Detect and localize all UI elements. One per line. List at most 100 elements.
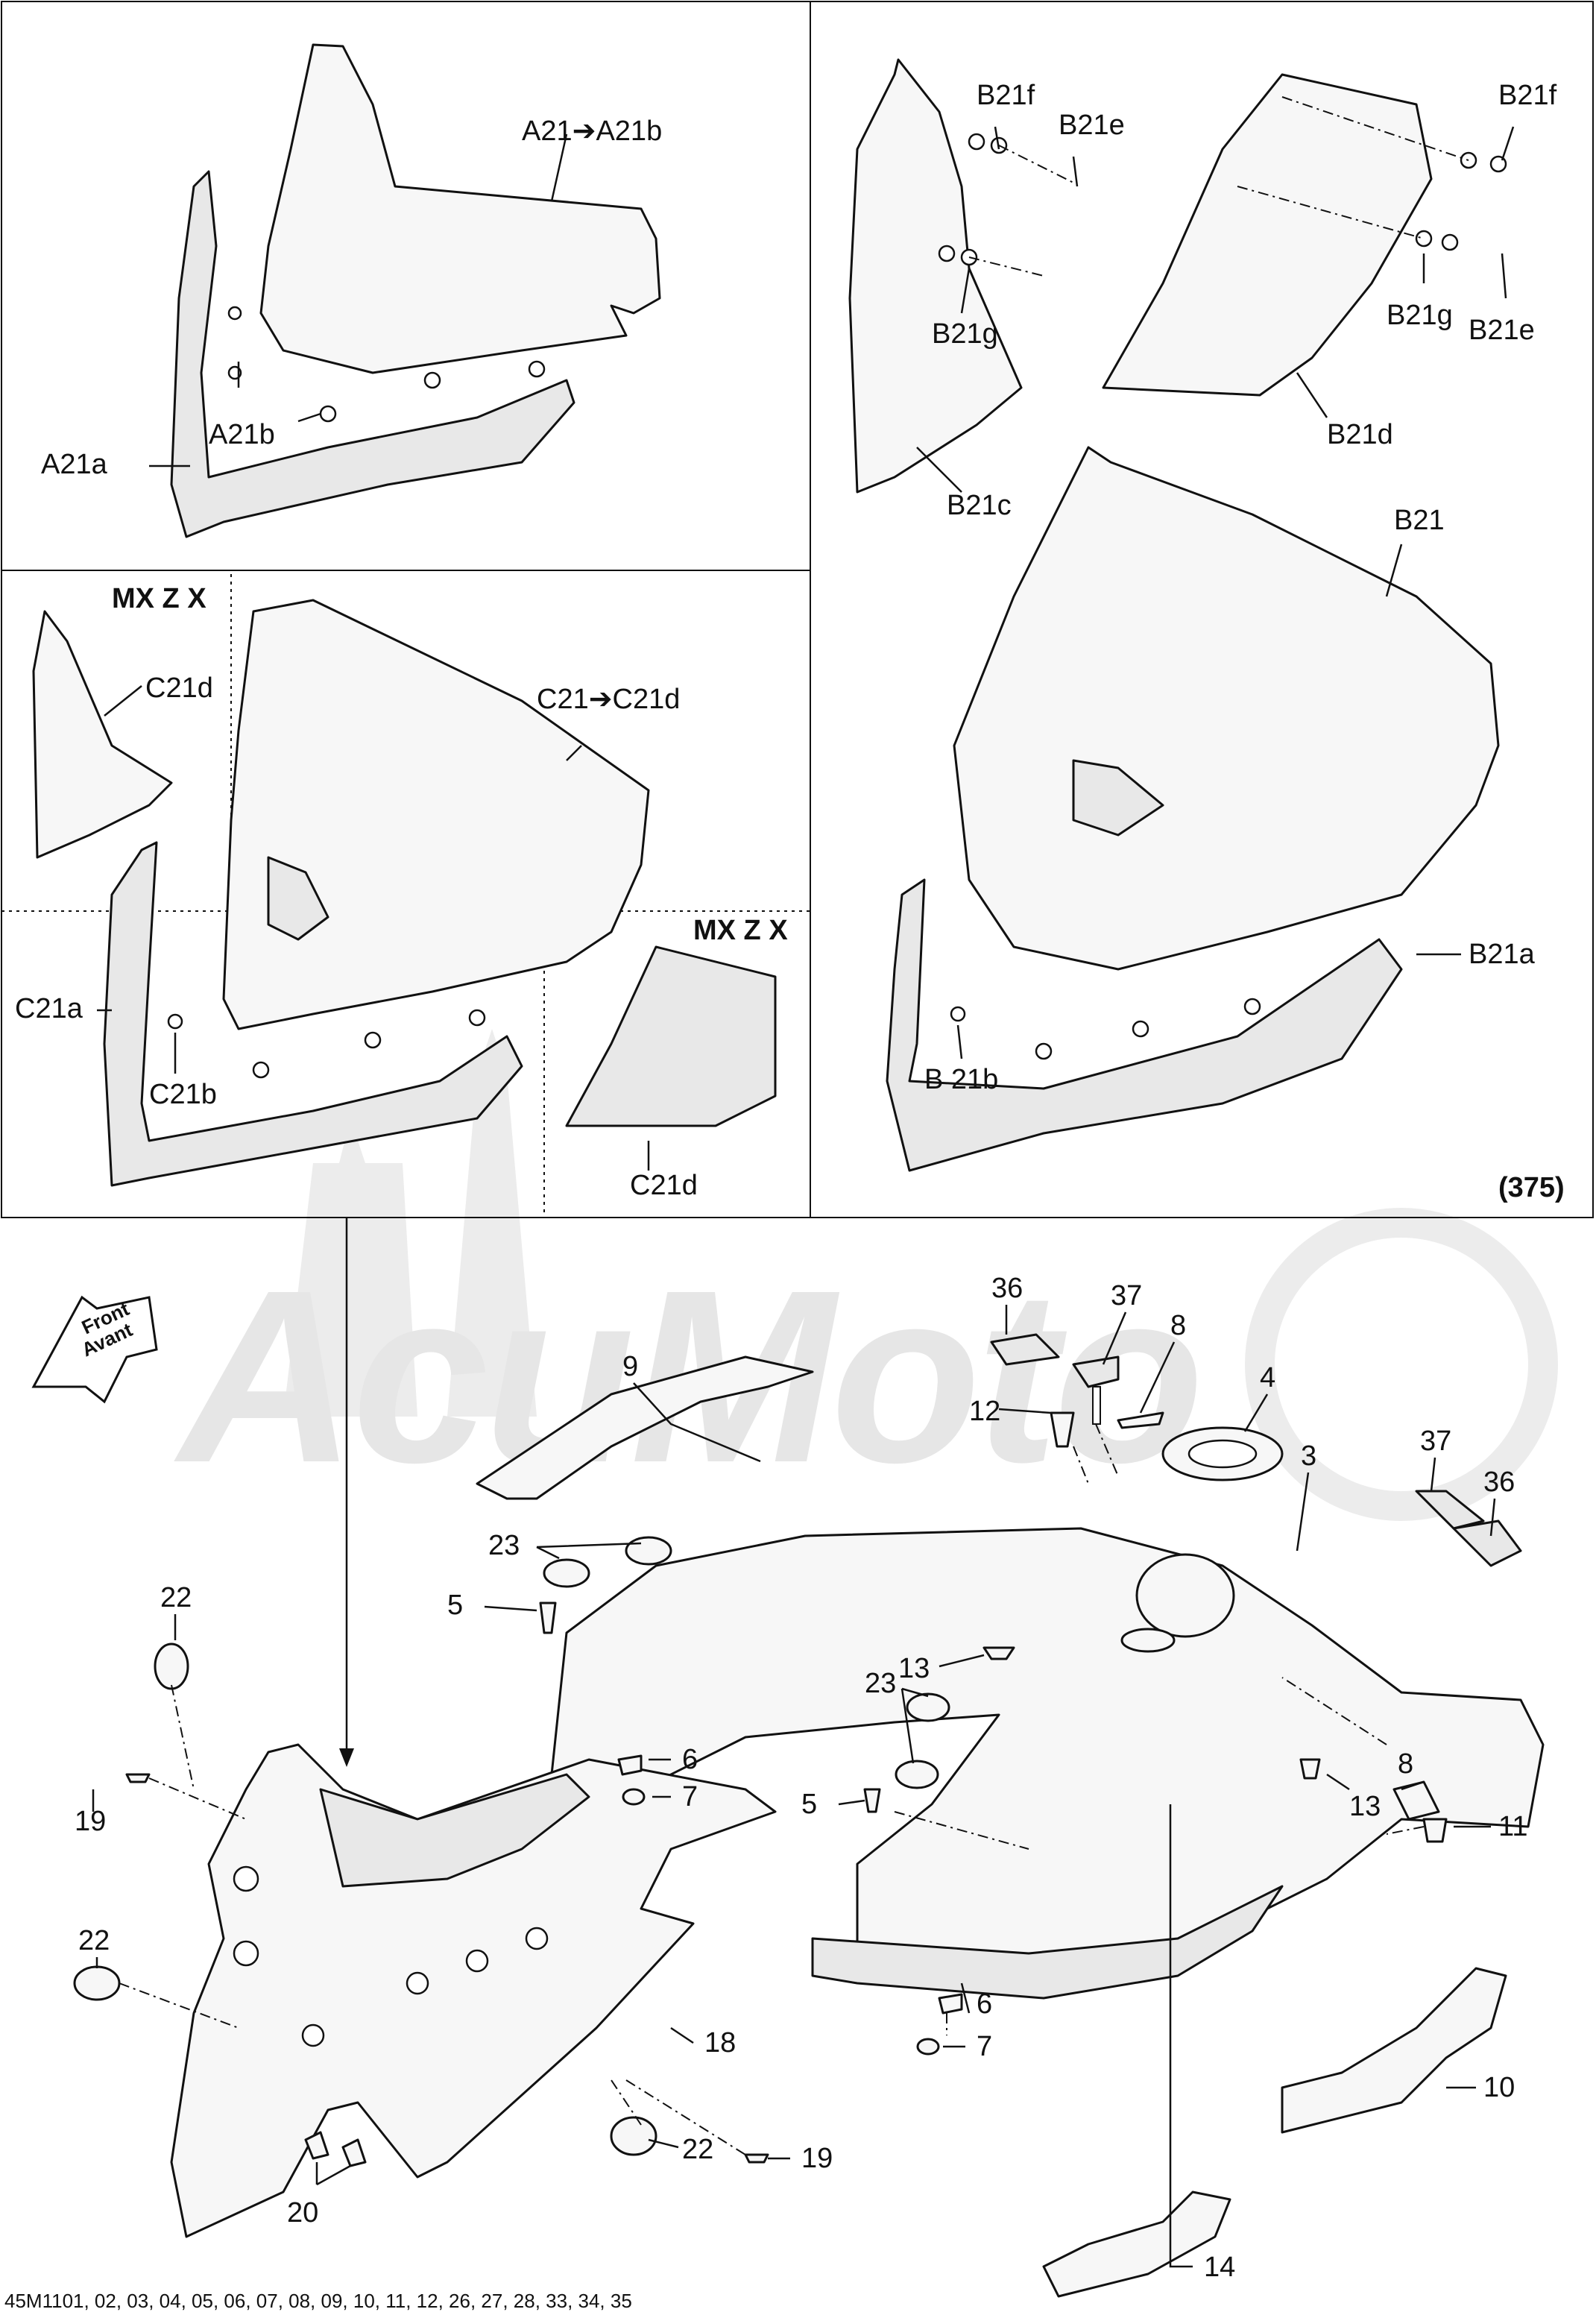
- windshield-c21d-top: [32, 610, 173, 859]
- b21-washer: [1441, 233, 1459, 251]
- rivet-12: [1050, 1411, 1075, 1448]
- callout-22-left: 22: [78, 1925, 110, 1956]
- grommet-23: [906, 1692, 950, 1722]
- label-c21a: C21a: [15, 993, 83, 1024]
- callout-12: 12: [969, 1396, 1000, 1427]
- label-c21b: C21b: [149, 1079, 217, 1110]
- nut-7-mid: [916, 2038, 940, 2056]
- callout-5-top: 5: [447, 1590, 463, 1621]
- b21-centerline: [968, 256, 1044, 277]
- diagram-code: 45M1101, 02, 03, 04, 05, 06, 07, 08, 09,…: [4, 2290, 632, 2312]
- rivet-11: [1422, 1818, 1448, 1843]
- callout-14: 14: [1204, 2252, 1235, 2283]
- windshield-b21c: [848, 58, 1023, 494]
- leader-b21b: [956, 1024, 963, 1059]
- callout-6-mid: 6: [977, 1988, 992, 2020]
- label-b21d: B21d: [1327, 419, 1393, 450]
- panel-hole: [525, 1927, 549, 1950]
- label-c21d-bottom: C21d: [630, 1170, 698, 1201]
- c21-grommet: [468, 1009, 486, 1027]
- callout-7-top: 7: [682, 1781, 698, 1812]
- windshield-c21: [222, 599, 650, 1030]
- leader-b21g-left: [960, 268, 971, 314]
- windshield-b21: [953, 446, 1500, 971]
- page-reference: (375): [1498, 1172, 1565, 1203]
- c21-grommet: [252, 1061, 270, 1079]
- leader-b21e-right: [1501, 253, 1507, 299]
- label-b21: B21: [1394, 505, 1445, 536]
- leader-b21d: [1296, 372, 1328, 418]
- leader-c21: [566, 745, 582, 761]
- screw-19-left: [125, 1773, 151, 1783]
- leader-a21: [550, 133, 568, 202]
- part-36-top: [990, 1333, 1060, 1366]
- assembly-arrow-head: [339, 1748, 354, 1767]
- panel-right: [810, 1, 1594, 1218]
- label-a21b: A21b: [209, 419, 275, 450]
- rivet-5-mid: [863, 1788, 881, 1813]
- callout-23-top: 23: [488, 1530, 520, 1561]
- a21-mount-hole: [227, 306, 242, 321]
- panel-hole: [465, 1949, 489, 1973]
- grommet-23: [625, 1536, 672, 1566]
- windshield-c21-group: [32, 599, 777, 1187]
- part-body-panel-3: [550, 1527, 1545, 1970]
- callout-19-right: 19: [801, 2143, 833, 2174]
- callout-6-top: 6: [682, 1744, 698, 1775]
- nut-7-top: [622, 1788, 646, 1806]
- callout-3: 3: [1301, 1440, 1316, 1472]
- label-b21f-left: B21f: [977, 80, 1035, 111]
- a21-grommet: [423, 371, 441, 389]
- part-inner-panel: [319, 1773, 590, 1888]
- windshield-a21a: [170, 170, 575, 538]
- windshield-b21-vent: [1072, 759, 1164, 837]
- fuel-cap-seat: [1120, 1628, 1176, 1653]
- windshield-b21-group: [848, 58, 1515, 1172]
- assembly-lines: [119, 1423, 1425, 2155]
- label-b21c: B21c: [947, 490, 1012, 521]
- rivet-5-top: [539, 1601, 557, 1634]
- callout-9: 9: [622, 1351, 638, 1382]
- grommet-22-left: [73, 1965, 121, 2001]
- part-body-panel-dark: [811, 1885, 1284, 2000]
- b21-mount-hole: [950, 1006, 966, 1022]
- clip-6-mid: [938, 1993, 963, 2015]
- label-b21g-right: B21g: [1387, 300, 1453, 331]
- nut-13-right: [1299, 1758, 1321, 1780]
- part-panel-10: [1281, 1967, 1507, 2134]
- leader-b21f-left: [994, 126, 1000, 150]
- windshield-b21a: [886, 878, 1403, 1172]
- grommet-23: [543, 1558, 590, 1588]
- nut-13-top: [982, 1646, 1015, 1660]
- front-indicator: Front Avant: [31, 1295, 158, 1404]
- callout-18: 18: [704, 2027, 736, 2059]
- b21-washer: [1415, 230, 1433, 248]
- label-c21-to-c21d: C21➔C21d: [537, 684, 680, 715]
- b21-washer: [968, 133, 985, 151]
- callout-13-top: 13: [898, 1653, 930, 1684]
- part-panel-14: [1042, 2190, 1231, 2298]
- callout-19-left: 19: [75, 1806, 106, 1837]
- b21-washer: [1489, 155, 1507, 173]
- b21-grommet: [1132, 1020, 1149, 1038]
- leader-b21c: [916, 447, 962, 493]
- part-37-right: [1415, 1490, 1485, 1530]
- callout-11: 11: [1498, 1811, 1527, 1842]
- callout-4: 4: [1260, 1362, 1275, 1393]
- grommet-23: [895, 1760, 939, 1789]
- windshield-a21: [259, 43, 661, 374]
- callout-22-top: 22: [160, 1582, 192, 1613]
- label-b21f-right: B21f: [1498, 80, 1557, 111]
- label-b21a: B21a: [1469, 939, 1536, 970]
- c21-grommet: [364, 1031, 382, 1049]
- leader-b21: [1385, 544, 1403, 597]
- callout-7-mid: 7: [977, 2031, 992, 2062]
- b21-centerline: [1237, 186, 1425, 239]
- fuel-ring-opening: [1187, 1439, 1258, 1469]
- callout-8-top: 8: [1170, 1310, 1186, 1341]
- grommet-22-top: [154, 1642, 189, 1690]
- variant-label-top: MX Z X: [112, 583, 206, 614]
- a21-grommet: [319, 405, 337, 423]
- callout-5-mid: 5: [801, 1789, 817, 1820]
- leader-b21e-left: [1072, 156, 1079, 187]
